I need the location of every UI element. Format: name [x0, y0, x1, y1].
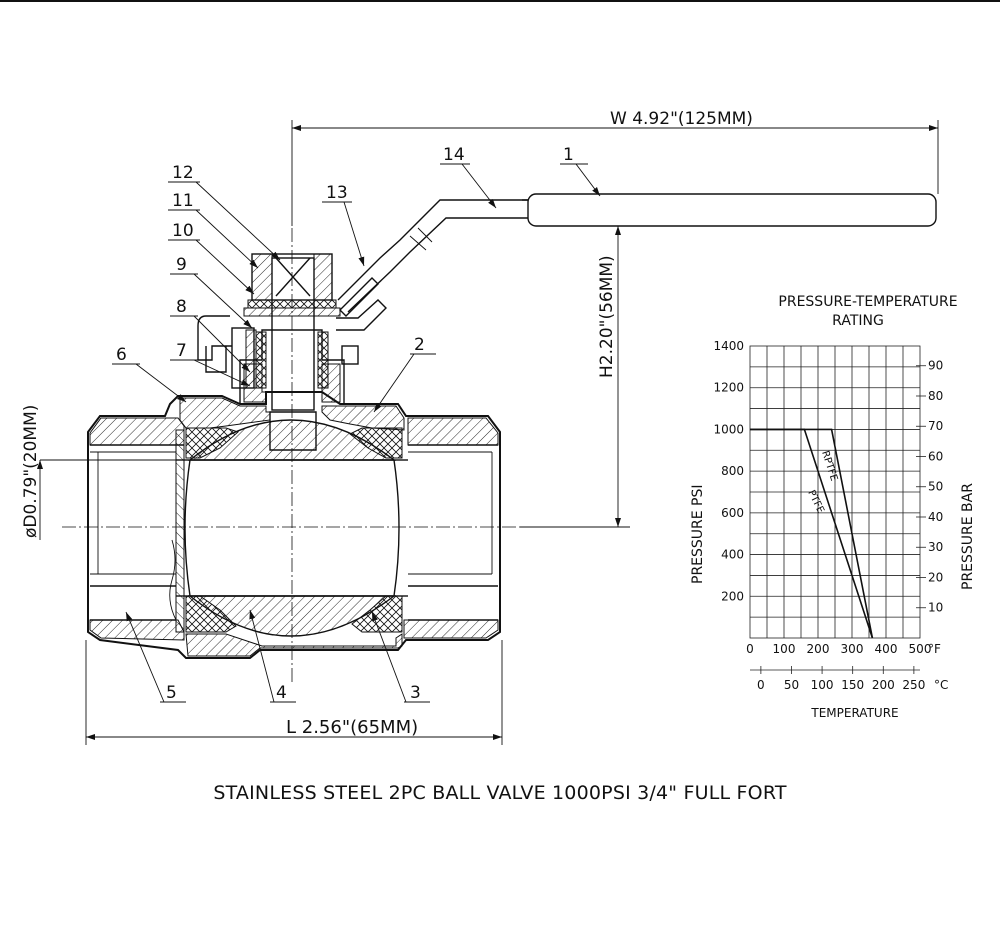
part-label-5: 5 [166, 683, 177, 703]
celsius-tick-labels: 0 50 100 150 200 250 [750, 666, 925, 692]
bar-tick-label: 60 [928, 449, 943, 463]
bar-tick-label: 80 [928, 389, 943, 403]
series-line-ptfe [750, 428, 874, 639]
part-label-7: 7 [176, 341, 187, 361]
chart-series [750, 428, 874, 639]
fahrenheit-tick-label: 500 [909, 642, 932, 656]
psi-tick-label: 1000 [713, 422, 744, 436]
psi-tick-label: 400 [721, 548, 744, 562]
dimensions: W 4.92"(125MM) H2.20"(56MM) L 2.56"(65MM… [21, 109, 939, 745]
bar-tick-label: 70 [928, 419, 943, 433]
part-label-14: 14 [443, 145, 465, 165]
celsius-tick-label: 250 [902, 678, 925, 692]
drawing-caption: STAINLESS STEEL 2PC BALL VALVE 1000PSI 3… [213, 782, 787, 804]
fahrenheit-tick-label: 100 [773, 642, 796, 656]
celsius-tick-label: 200 [872, 678, 895, 692]
part-label-4: 4 [276, 683, 287, 703]
bar-tick-label: 90 [928, 359, 943, 373]
psi-tick-labels: 1400 1200 1000 800 600 400 200 [713, 339, 744, 603]
bar-tick-label: 30 [928, 540, 943, 554]
height-dimension-label: H2.20"(56MM) [597, 255, 617, 378]
psi-tick-label: 600 [721, 506, 744, 520]
valve-section [62, 193, 937, 684]
psi-tick-label: 1200 [713, 381, 744, 395]
chart-title-line1: PRESSURE-TEMPERATURE [778, 294, 957, 310]
celsius-unit: °C [934, 678, 948, 692]
left-axis-label: PRESSURE PSI [690, 484, 706, 584]
part-label-11: 11 [172, 191, 194, 211]
bar-tick-label: 50 [928, 480, 943, 494]
part-label-12: 12 [172, 163, 194, 183]
bar-tick-labels: 90 80 70 60 50 40 30 20 10 [916, 359, 943, 615]
part-label-2: 2 [414, 335, 425, 355]
fahrenheit-tick-label: 400 [875, 642, 898, 656]
celsius-tick-label: 50 [784, 678, 799, 692]
part-label-9: 9 [176, 255, 187, 275]
part-label-8: 8 [176, 297, 187, 317]
celsius-tick-label: 100 [811, 678, 834, 692]
celsius-tick-label: 0 [757, 678, 765, 692]
bar-tick-label: 40 [928, 510, 943, 524]
x-axis-label: TEMPERATURE [810, 706, 898, 720]
diameter-dimension-label: øD0.79"(20MM) [21, 405, 41, 538]
chart-grid [750, 346, 920, 638]
psi-tick-label: 800 [721, 464, 744, 478]
width-dimension-label: W 4.92"(125MM) [610, 109, 753, 129]
bar-tick-label: 20 [928, 570, 943, 584]
series-label-ptfe: PTFE [805, 488, 826, 515]
fahrenheit-tick-label: 300 [841, 642, 864, 656]
pressure-temperature-chart: PRESSURE-TEMPERATURE RATING 140012001000… [690, 294, 976, 720]
chart-title-line2: RATING [832, 313, 884, 329]
part-callouts: 1 14 13 12 11 10 9 8 7 6 [112, 145, 601, 703]
celsius-tick-label: 150 [841, 678, 864, 692]
right-axis-label: PRESSURE BAR [960, 483, 976, 590]
part-label-3: 3 [410, 683, 421, 703]
psi-tick-label: 1400 [713, 339, 744, 353]
part-label-10: 10 [172, 221, 194, 241]
length-dimension-label: L 2.56"(65MM) [286, 717, 418, 738]
fahrenheit-unit: °F [928, 642, 941, 656]
fahrenheit-tick-label: 200 [807, 642, 830, 656]
part-label-6: 6 [116, 345, 127, 365]
part-label-1: 1 [563, 145, 574, 165]
fahrenheit-tick-label: 0 [746, 642, 754, 656]
fahrenheit-tick-labels: 0 100 200 300 400 500 [746, 642, 931, 656]
part-label-13: 13 [326, 183, 348, 203]
bar-tick-label: 10 [928, 601, 943, 615]
psi-tick-label: 200 [721, 589, 744, 603]
